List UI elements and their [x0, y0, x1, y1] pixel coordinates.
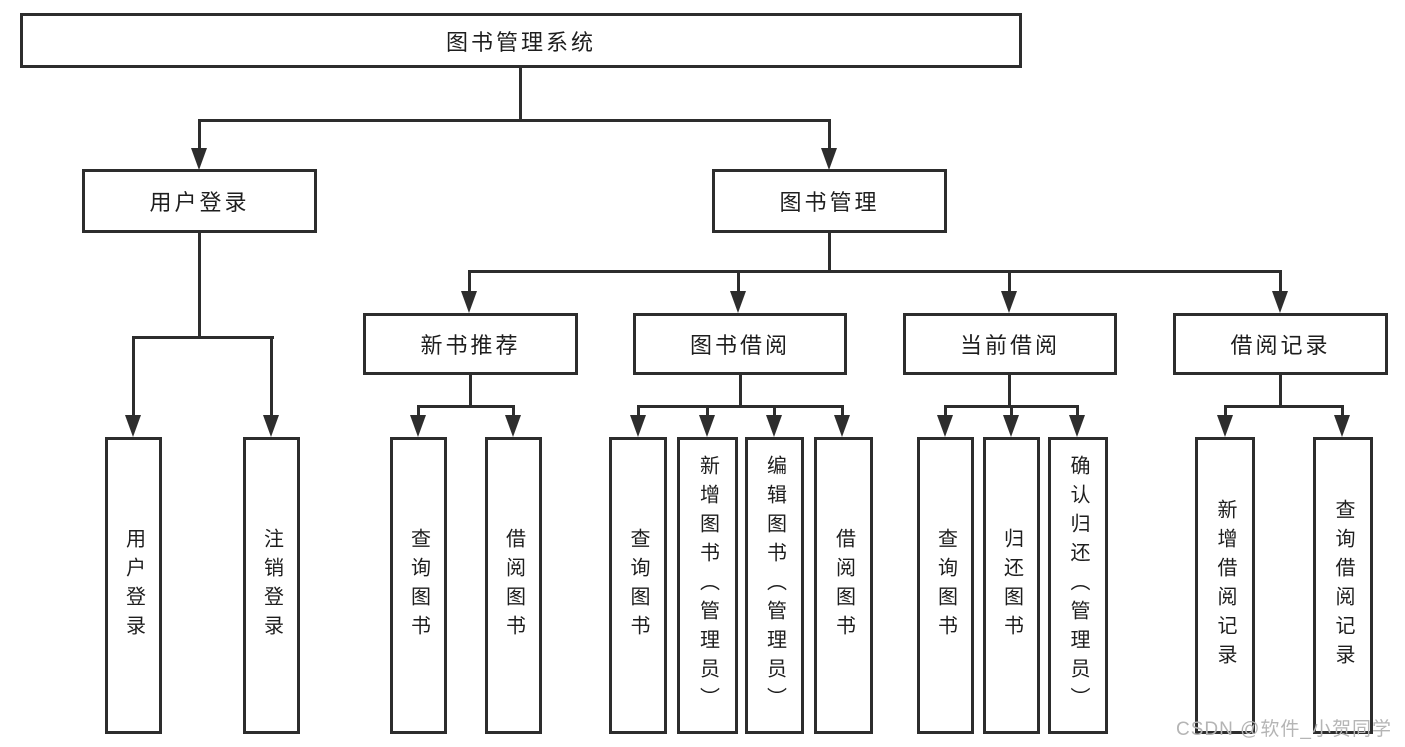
connector — [1076, 405, 1079, 418]
connector — [198, 233, 201, 339]
arrowhead-icon — [505, 415, 521, 437]
connector — [1010, 405, 1013, 418]
connector — [1341, 405, 1344, 418]
connector — [198, 119, 831, 122]
node-add-borrow-record-leaf: 新增借阅记录 — [1195, 437, 1255, 734]
connector — [198, 119, 201, 151]
node-current-borrow: 当前借阅 — [903, 313, 1117, 375]
connector — [417, 405, 420, 418]
connector — [828, 119, 831, 151]
arrowhead-icon — [699, 415, 715, 437]
arrowhead-icon — [730, 291, 746, 313]
node-new-book-recommend: 新书推荐 — [363, 313, 578, 375]
connector — [706, 405, 709, 418]
arrowhead-icon — [1003, 415, 1019, 437]
connector — [944, 405, 947, 418]
connector — [469, 375, 472, 408]
node-return-books-leaf: 归还图书 — [983, 437, 1040, 734]
connector — [773, 405, 776, 418]
connector — [468, 270, 471, 294]
connector — [637, 405, 844, 408]
node-user-login: 用户登录 — [82, 169, 317, 233]
arrowhead-icon — [834, 415, 850, 437]
connector — [468, 270, 1282, 273]
node-query-borrow-record-leaf: 查询借阅记录 — [1313, 437, 1373, 734]
connector — [1224, 405, 1344, 408]
connector — [1224, 405, 1227, 418]
connector — [828, 233, 831, 273]
arrowhead-icon — [125, 415, 141, 437]
arrowhead-icon — [410, 415, 426, 437]
node-edit-books-admin-leaf: 编辑图书（管理员） — [745, 437, 804, 734]
connector — [1008, 270, 1011, 294]
arrowhead-icon — [461, 291, 477, 313]
node-borrow-records: 借阅记录 — [1173, 313, 1388, 375]
connector — [132, 336, 135, 418]
arrowhead-icon — [630, 415, 646, 437]
connector — [637, 405, 640, 418]
arrowhead-icon — [1272, 291, 1288, 313]
arrowhead-icon — [937, 415, 953, 437]
node-library-management-system: 图书管理系统 — [20, 13, 1022, 68]
node-query-books-leaf: 查询图书 — [390, 437, 447, 734]
arrowhead-icon — [263, 415, 279, 437]
connector — [417, 405, 515, 408]
node-query-books-leaf: 查询图书 — [609, 437, 667, 734]
connector — [512, 405, 515, 418]
arrowhead-icon — [1334, 415, 1350, 437]
node-user-login-leaf: 用户登录 — [105, 437, 162, 734]
node-borrow-books-leaf: 借阅图书 — [814, 437, 873, 734]
csdn-watermark: CSDN @软件_小贺同学 — [1176, 719, 1392, 740]
connector — [841, 405, 844, 418]
connector — [270, 336, 273, 418]
node-query-books-leaf: 查询图书 — [917, 437, 974, 734]
connector — [519, 68, 522, 121]
connector — [1279, 375, 1282, 408]
node-add-books-admin-leaf: 新增图书（管理员） — [677, 437, 738, 734]
connector — [132, 336, 274, 339]
connector — [739, 375, 742, 408]
arrowhead-icon — [191, 148, 207, 170]
arrowhead-icon — [766, 415, 782, 437]
node-book-management: 图书管理 — [712, 169, 947, 233]
node-book-borrow: 图书借阅 — [633, 313, 847, 375]
node-confirm-return-admin-leaf: 确认归还（管理员） — [1048, 437, 1108, 734]
arrowhead-icon — [1001, 291, 1017, 313]
node-user-logout-leaf: 注销登录 — [243, 437, 300, 734]
connector — [737, 270, 740, 294]
arrowhead-icon — [1217, 415, 1233, 437]
node-borrow-books-leaf: 借阅图书 — [485, 437, 542, 734]
arrowhead-icon — [821, 148, 837, 170]
arrowhead-icon — [1069, 415, 1085, 437]
connector — [1008, 375, 1011, 408]
connector — [1279, 270, 1282, 294]
